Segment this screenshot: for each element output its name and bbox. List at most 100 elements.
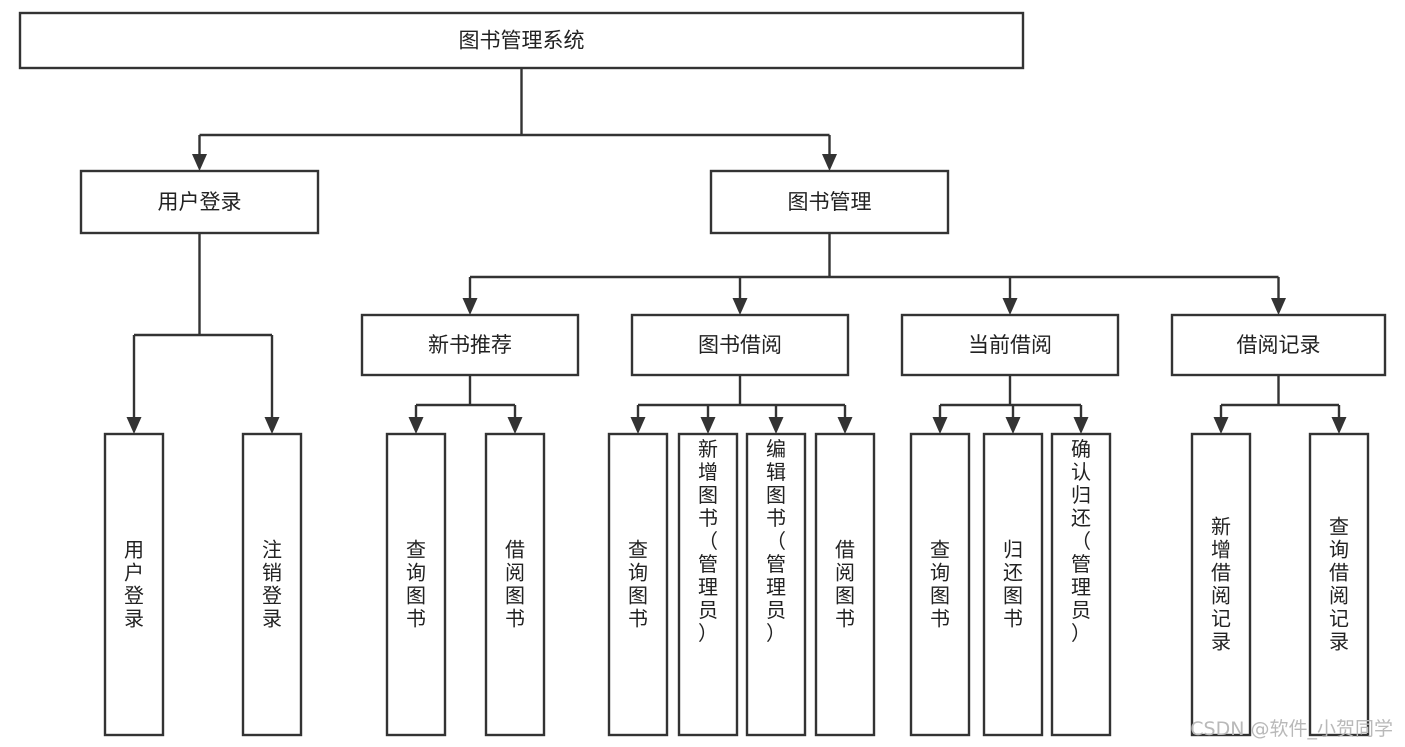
svg-text:还: 还: [1003, 560, 1023, 584]
arrow-head: [1213, 417, 1229, 434]
svg-text:阅: 阅: [1329, 583, 1349, 607]
svg-text:编: 编: [766, 437, 786, 461]
svg-text:理: 理: [698, 575, 718, 599]
arrow-head: [768, 417, 784, 434]
node-box-leaf-cur-return: [982, 432, 1044, 737]
node-bookmgmt[interactable]: 图书管理: [709, 169, 950, 235]
node-box-leaf-rec-query: [1308, 432, 1370, 737]
svg-text:书: 书: [505, 606, 525, 630]
arrow-head: [126, 417, 142, 434]
node-label-bookmgmt: 图书管理: [788, 190, 872, 214]
svg-text:归: 归: [1071, 483, 1091, 507]
node-box-records: [1170, 313, 1387, 377]
svg-text:确: 确: [1071, 437, 1091, 461]
svg-text:户: 户: [124, 560, 144, 584]
node-root[interactable]: 图书管理系统: [18, 11, 1025, 70]
node-label-current: 当前借阅: [968, 333, 1052, 357]
arrow-head: [408, 417, 424, 434]
svg-text:）: ）: [766, 621, 786, 645]
svg-text:录: 录: [1211, 629, 1231, 653]
svg-text:理: 理: [1071, 575, 1091, 599]
edge-group-newbook: [408, 375, 523, 434]
node-box-leaf-rec-add: [1190, 432, 1252, 737]
svg-text:新: 新: [1211, 514, 1231, 538]
node-box-newbook: [360, 313, 580, 377]
svg-text:销: 销: [262, 560, 282, 584]
arrow-head: [264, 417, 280, 434]
node-box-leaf-nb-query: [385, 432, 447, 737]
svg-text:还: 还: [1071, 506, 1091, 530]
arrow-head: [507, 417, 523, 434]
node-box-leaf-bk-query: [607, 432, 669, 737]
node-box-leaf-cur-query: [909, 432, 971, 737]
svg-text:认: 认: [1071, 460, 1091, 484]
svg-text:记: 记: [1211, 606, 1231, 630]
arrow-head: [837, 417, 853, 434]
node-box-leaf-user-logout: [241, 432, 303, 737]
svg-text:管: 管: [698, 552, 718, 576]
arrow-head: [1331, 417, 1347, 434]
node-records[interactable]: 借阅记录: [1170, 313, 1387, 377]
node-box-leaf-bk-borrow: [814, 432, 876, 737]
svg-text:（: （: [1071, 529, 1091, 553]
node-box-leaf-cur-confirm: [1050, 432, 1112, 737]
node-label-leaf-user-login: 用户登录: [124, 537, 144, 630]
svg-text:注: 注: [262, 537, 282, 561]
svg-text:（: （: [698, 529, 718, 553]
node-label-newbook: 新书推荐: [428, 333, 512, 357]
edge-group-borrow: [630, 375, 853, 434]
svg-text:录: 录: [262, 606, 282, 630]
svg-text:书: 书: [930, 606, 950, 630]
svg-text:查: 查: [930, 537, 950, 561]
svg-text:员: 员: [698, 598, 718, 622]
svg-text:（: （: [766, 529, 786, 553]
svg-text:阅: 阅: [1211, 583, 1231, 607]
svg-text:图: 图: [835, 583, 855, 607]
arrow-head: [1271, 298, 1286, 315]
svg-text:辑: 辑: [766, 460, 786, 484]
node-box-leaf-bk-add: [677, 432, 739, 737]
arrow-head: [192, 154, 207, 171]
svg-text:新: 新: [698, 437, 718, 461]
svg-text:书: 书: [835, 606, 855, 630]
node-box-root: [18, 11, 1025, 70]
node-borrow[interactable]: 图书借阅: [630, 313, 850, 377]
svg-text:阅: 阅: [835, 560, 855, 584]
node-newbook[interactable]: 新书推荐: [360, 313, 580, 377]
svg-text:录: 录: [124, 606, 144, 630]
node-leaf-user-login[interactable]: 用户登录: [103, 432, 165, 737]
svg-text:记: 记: [1329, 606, 1349, 630]
svg-text:图: 图: [406, 583, 426, 607]
node-box-borrow: [630, 313, 850, 377]
svg-text:）: ）: [1071, 621, 1091, 645]
svg-text:书: 书: [406, 606, 426, 630]
node-login[interactable]: 用户登录: [79, 169, 320, 235]
node-box-current: [900, 313, 1120, 377]
svg-text:录: 录: [1329, 629, 1349, 653]
node-current[interactable]: 当前借阅: [900, 313, 1120, 377]
svg-text:询: 询: [930, 560, 950, 584]
svg-text:员: 员: [766, 598, 786, 622]
